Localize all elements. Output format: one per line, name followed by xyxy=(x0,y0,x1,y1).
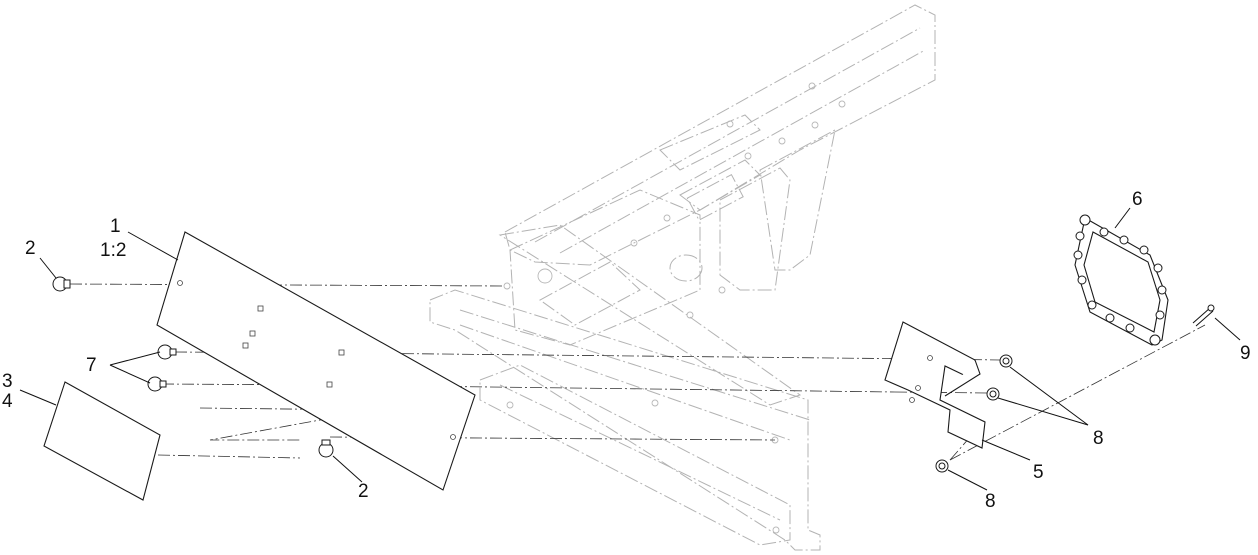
leader-lines xyxy=(19,207,1241,491)
plate-part-1 xyxy=(156,231,476,491)
callout-9: 9 xyxy=(1240,343,1251,364)
callout-2-top: 2 xyxy=(25,238,36,259)
bolt-part-2-bottom xyxy=(318,439,334,458)
decal-part-3-4 xyxy=(43,381,161,501)
callout-7: 7 xyxy=(86,355,97,376)
callout-8-right: 8 xyxy=(1093,428,1104,449)
frame-phantom xyxy=(429,4,936,551)
rivet-part-7-lower xyxy=(147,376,167,392)
nut-part-8-bottom xyxy=(935,459,949,473)
callout-3: 3 xyxy=(2,371,13,392)
callout-5: 5 xyxy=(1033,462,1044,483)
bolt-part-2-top xyxy=(52,276,71,292)
callout-8-bottom: 8 xyxy=(985,491,996,512)
callout-4: 4 xyxy=(2,391,13,412)
callout-6: 6 xyxy=(1132,189,1143,210)
screw-part-9 xyxy=(1192,304,1215,327)
callout-1-ratio: 1:2 xyxy=(100,240,126,261)
callouts: 1 1:2 2 2 3 4 5 6 7 8 8 9 xyxy=(2,189,1251,512)
cover-part-6 xyxy=(1073,214,1169,346)
bracket-part-5 xyxy=(884,321,986,449)
rivet-part-7-upper xyxy=(157,344,177,360)
callout-2-bottom: 2 xyxy=(358,481,369,502)
nut-part-8-middle xyxy=(986,387,1000,401)
callout-1: 1 xyxy=(110,216,121,237)
nut-part-8-upper xyxy=(999,354,1013,368)
